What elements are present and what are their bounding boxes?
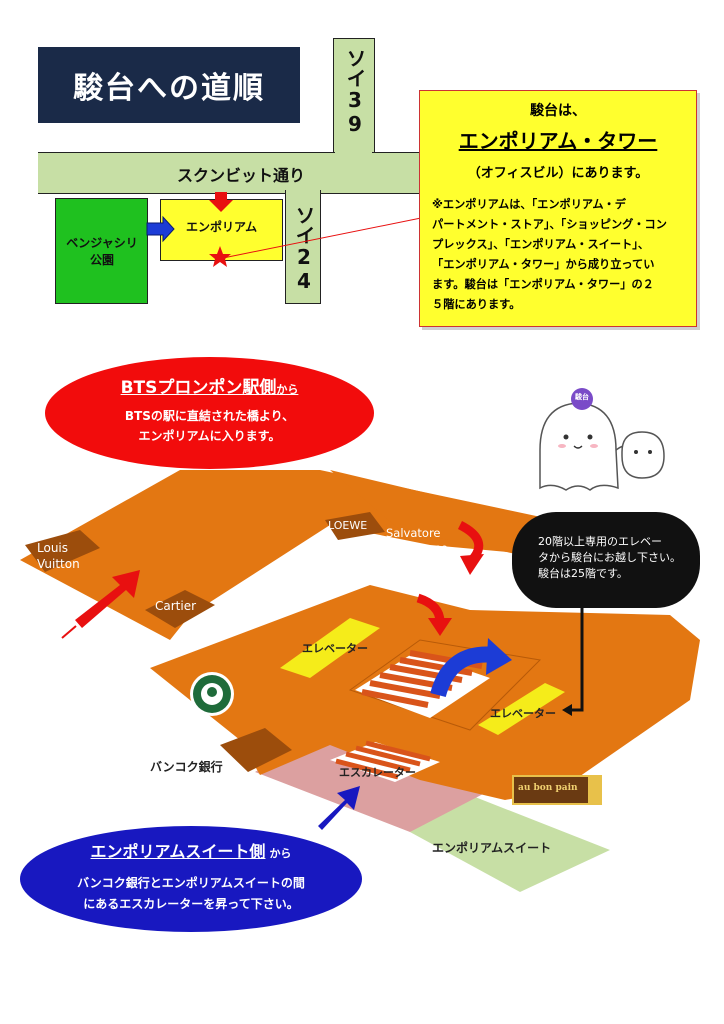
info-box: 駿台は、 エンポリアム・タワー （オフィスビル）にあります。 ※エンポリアムは、… xyxy=(419,90,697,327)
au-bon-pain-label: au bon pain xyxy=(518,783,578,793)
bts-text-1: BTSの駅に直結された橋より、 xyxy=(124,409,295,423)
soi-24-label: ソイ24 xyxy=(292,205,316,293)
escalator-label: エスカレーター xyxy=(339,766,416,779)
elevator-1-marker xyxy=(280,618,380,678)
info-note: ※エンポリアムは、「エンポリアム・デ パートメント・ストア」、「ショッピング・コ… xyxy=(432,195,686,315)
info-note-line: ※エンポリアムは、「エンポリアム・デ xyxy=(432,198,626,211)
ferragamo-line-2: Ferragamo xyxy=(386,541,448,555)
page-title: 駿台への道順 xyxy=(38,47,300,123)
pointer-line xyxy=(222,217,422,259)
elevator-note-3: 駿台は25階です。 xyxy=(538,567,628,580)
junction-fill-bottom xyxy=(286,188,318,194)
upper-right-wing xyxy=(330,470,545,560)
bts-heading: BTSプロンポン駅側 xyxy=(120,378,277,398)
store-loewe: LOEWE xyxy=(328,519,368,532)
bts-text-2: エンポリアムに入ります。 xyxy=(138,429,281,443)
ferragamo-line-1: Salvatore xyxy=(386,526,441,540)
star-marker-icon xyxy=(209,246,231,267)
elevator-pointer xyxy=(562,600,584,716)
emporium-label: エンポリアム xyxy=(186,220,258,234)
suites-text-2: にあるエスカレーターを昇って下さい。 xyxy=(83,897,299,911)
park-label-1: ベンジャシリ xyxy=(66,236,138,250)
suites-heading: エンポリアムスイート側 xyxy=(90,842,266,861)
info-line-1: 駿台は、 xyxy=(530,103,586,119)
louis-vuitton-line-1: Louis xyxy=(37,541,69,555)
lower-escalators xyxy=(330,740,440,782)
elevator-note-2: タから駿台にお越し下さい。 xyxy=(538,551,681,564)
elevator-label-2: エレベーター xyxy=(490,707,556,720)
soi-39-label: ソイ39 xyxy=(343,48,367,136)
bts-callout: BTSプロンポン駅側から BTSの駅に直結された橋より、 エンポリアムに入ります… xyxy=(45,357,374,469)
bank-block xyxy=(220,728,292,772)
info-line-2: エンポリアム・タワー xyxy=(458,129,658,153)
emporium-suites-label: エンポリアムスイート xyxy=(432,841,552,855)
info-note-line: 「エンポリアム・タワー」から成り立ってい xyxy=(432,258,655,271)
suites-floor xyxy=(410,795,610,892)
blue-curve-arrow-icon xyxy=(430,638,512,698)
benjasiri-park xyxy=(55,198,148,304)
suites-callout: エンポリアムスイート側から バンコク銀行とエンポリアムスイートの間 にあるエスカ… xyxy=(20,826,362,932)
soi-39-road xyxy=(333,38,375,155)
park-label-2: 公園 xyxy=(89,253,114,267)
louis-vuitton-block xyxy=(25,530,100,572)
sukhumvit-road xyxy=(38,152,422,194)
info-note-line: パートメント・ストア」、「ショッピング・コン xyxy=(432,218,667,231)
mascot-icon xyxy=(539,388,665,491)
info-line-3: （オフィスビル）にあります。 xyxy=(467,166,649,181)
bts-heading-suffix: から xyxy=(276,383,299,396)
suites-text-1: バンコク銀行とエンポリアムスイートの間 xyxy=(77,876,305,890)
elevator-callout: 20階以上専用のエレベー タから駿台にお越し下さい。 駿台は25階です。 xyxy=(512,512,700,608)
blue-entry-arrow-icon xyxy=(318,786,360,830)
red-curve-arrow-icon xyxy=(457,520,484,575)
elevator-label-1: エレベーター xyxy=(302,642,368,655)
blue-arrow-icon xyxy=(146,215,175,243)
elevator-note-1: 20階以上専用のエレベー xyxy=(538,535,662,548)
sukhumvit-label: スクンビット通り xyxy=(177,166,306,185)
soi-24-road xyxy=(285,190,321,304)
au-bon-pain-sign xyxy=(512,775,602,805)
bts-heading-row: BTSプロンポン駅側から xyxy=(45,373,374,398)
store-ferragamo: Salvatore Ferragamo xyxy=(386,526,448,556)
suites-heading-row: エンポリアムスイート側から xyxy=(20,838,362,862)
starbucks-logo-icon xyxy=(190,672,234,716)
elevator-2-marker xyxy=(478,683,565,735)
suites-heading-suffix: から xyxy=(269,847,292,860)
red-down-arrow-icon xyxy=(209,192,233,212)
red-entry-arrow-icon xyxy=(61,570,140,639)
info-note-line: ５階にあります。 xyxy=(432,298,521,311)
location-map-overlay xyxy=(146,192,422,267)
junction-fill-top xyxy=(334,150,372,156)
info-note-line: ます。駿台は「エンポリアム・タワー」の２ xyxy=(432,278,654,291)
cartier-block xyxy=(145,590,215,628)
pink-entrance xyxy=(255,728,510,832)
louis-vuitton-line-2: Vuitton xyxy=(37,557,80,571)
mascot-badge: 駿台 xyxy=(575,393,589,401)
red-small-arrow-icon xyxy=(416,593,452,636)
bangkok-bank-label: バンコク銀行 xyxy=(150,760,223,774)
store-louis-vuitton: Louis Vuitton xyxy=(37,540,80,572)
info-note-line: プレックス」、「エンポリアム・スイート」、 xyxy=(432,238,650,251)
store-cartier: Cartier xyxy=(155,599,197,613)
loewe-block xyxy=(325,512,385,540)
